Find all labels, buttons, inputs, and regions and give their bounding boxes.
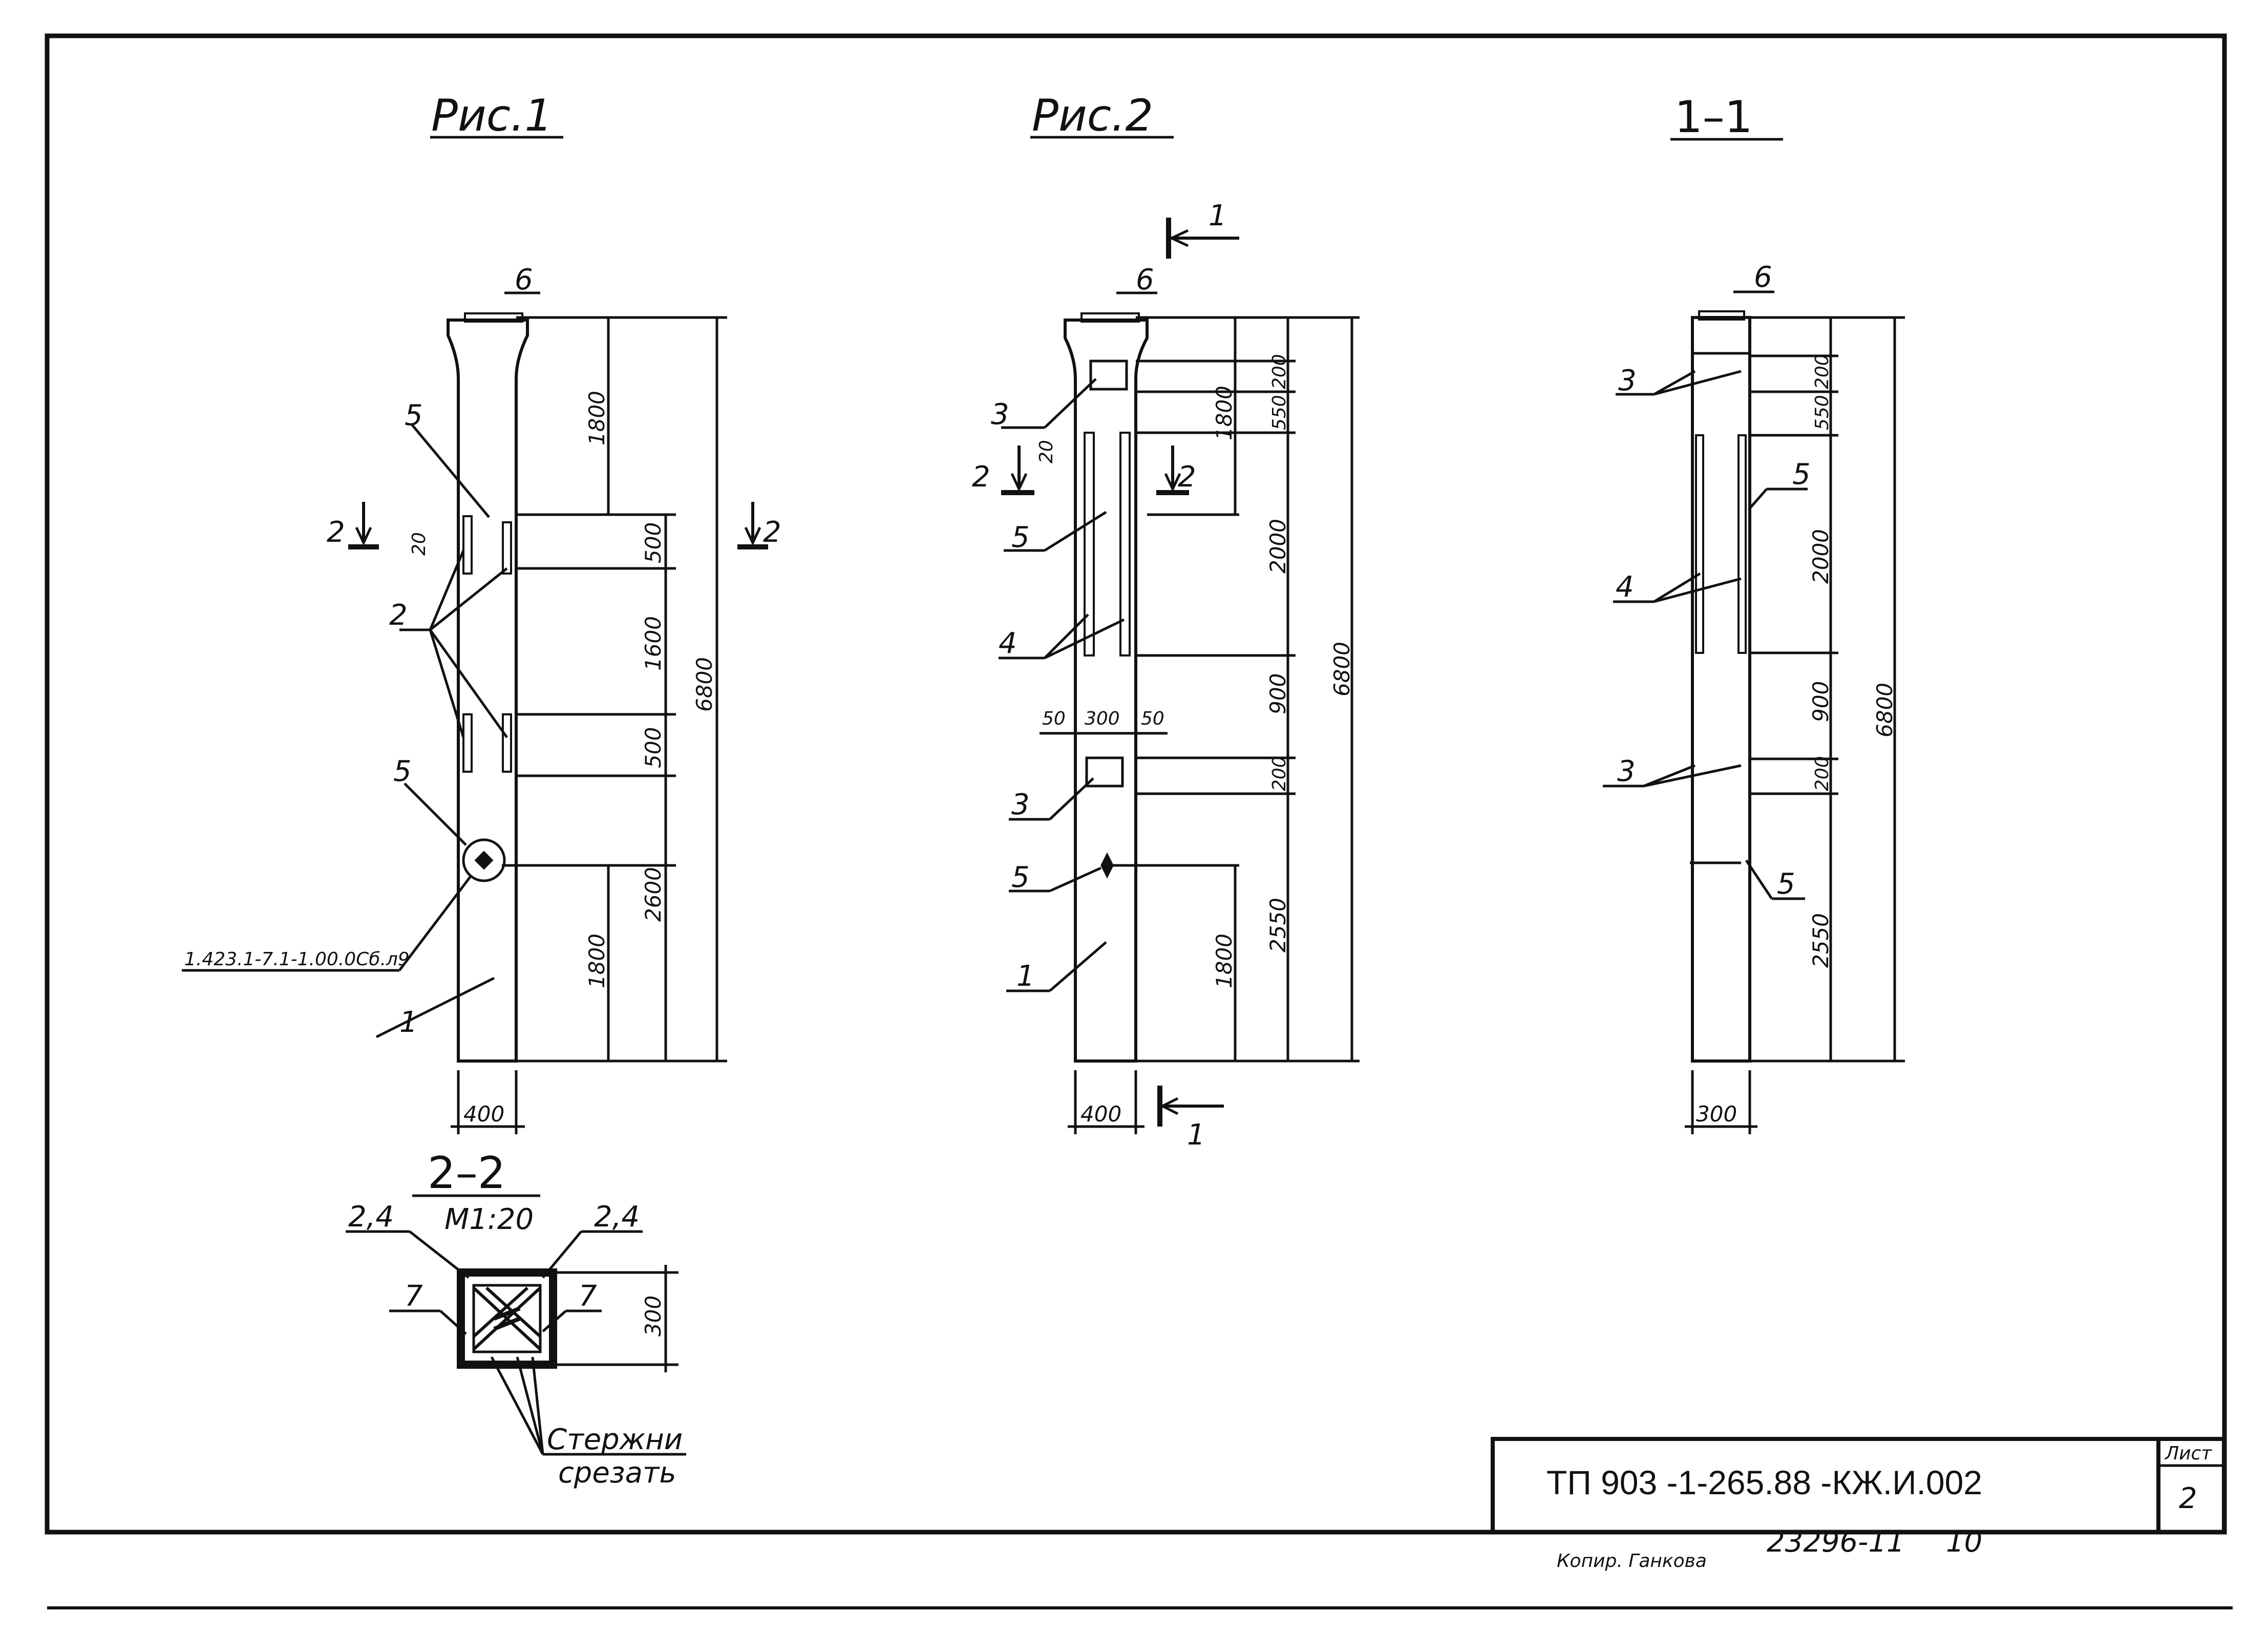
stamp-sheet-number: 2 [2179, 1482, 2197, 1515]
fig2-dim-20: 20 [1036, 440, 1057, 463]
fig3-label-4: 4 [1616, 570, 1634, 604]
fig2-dim-6800: 6800 [1329, 642, 1354, 696]
fig2-dim-2550: 2550 [1265, 898, 1290, 952]
figure-3 [1603, 138, 1905, 1134]
fig2-dim-2000: 2000 [1265, 519, 1290, 574]
title-block-text: ТП 903 -1-265.88 -КЖ.И.002 Лист 2 [1546, 1443, 2212, 1515]
fig1-label-5-top: 5 [405, 399, 423, 432]
copy-note-number: 23296-11 [1767, 1525, 1905, 1559]
fig3-label-3-bottom: 3 [1617, 755, 1636, 788]
fig2-label-5-top: 5 [1011, 521, 1030, 554]
fig1-dim-1600: 1600 [641, 616, 666, 671]
fig2-dim-900: 900 [1265, 673, 1290, 714]
fig2-dim-300: 300 [1085, 708, 1120, 729]
fig1-label-5-mid: 5 [393, 755, 412, 788]
fig1-dim-1800-top: 1800 [584, 391, 609, 446]
fig1-dim-2600: 2600 [641, 867, 666, 922]
fig3-dim-2000: 2000 [1808, 529, 1833, 584]
fig3-dim-200-top: 200 [1812, 354, 1833, 389]
fig3-dim-6800: 6800 [1872, 683, 1897, 737]
fig1-title: Рис.1 [431, 90, 553, 141]
fig1-dim-20: 20 [409, 532, 430, 556]
fig2-dim-200-bottom: 200 [1269, 756, 1290, 791]
section-mark7-right: 7 [579, 1280, 597, 1313]
fig2-dim-50-left: 50 [1042, 708, 1066, 729]
fig3-top-mark: 6 [1754, 261, 1772, 294]
section-2-2 [346, 1194, 686, 1456]
fig1-label-1: 1 [399, 1006, 418, 1039]
fig1-dim-500-a: 500 [641, 522, 666, 563]
figure-1 [182, 136, 768, 1134]
fig2-label-4: 4 [999, 627, 1017, 660]
fig1-dim-400: 400 [463, 1101, 504, 1127]
section-2-2-text: 2–2 М1:20 2,4 2,4 7 7 300 Стержни срезат… [348, 1148, 683, 1490]
section-right-label: 2,4 [594, 1200, 640, 1234]
fig3-title: 1–1 [1674, 92, 1752, 143]
stamp-sheet-label: Лист [2164, 1443, 2212, 1464]
fig2-dim-550: 550 [1269, 395, 1290, 430]
fig2-cut-mark-top: 1 [1209, 199, 1227, 232]
figure-3-text: 1–1 6 3 5 4 3 5 200 550 2000 900 200 255… [1616, 92, 1897, 1127]
fig2-label-1: 1 [1016, 960, 1035, 993]
fig3-dim-550: 550 [1812, 395, 1833, 430]
fig3-dim-900: 900 [1808, 681, 1833, 722]
fig3-label-5-top: 5 [1792, 458, 1811, 491]
fig1-section-mark-left: 2 [327, 516, 345, 549]
fig3-dim-300: 300 [1696, 1101, 1737, 1127]
section-title: 2–2 [428, 1148, 505, 1199]
section-note-line1: Стержни [547, 1423, 683, 1456]
title-block [1491, 1437, 2226, 1534]
figure-2-text: Рис.2 6 1 1 3 5 4 3 5 1 2 2 1800 200 550… [972, 90, 1354, 1152]
fig2-dim-1800-bottom: 1800 [1212, 934, 1237, 988]
section-mark7-left: 7 [405, 1280, 423, 1313]
fig2-label-5-bottom: 5 [1011, 861, 1030, 894]
fig1-dim-1800-bottom: 1800 [584, 934, 609, 988]
sheet-frame [45, 33, 2233, 1609]
fig2-dim-400: 400 [1080, 1101, 1121, 1127]
section-left-label: 2,4 [348, 1200, 394, 1234]
fig3-dim-2550: 2550 [1808, 913, 1833, 968]
fig2-section-mark-right: 2 [1178, 460, 1196, 494]
fig2-label-3-top: 3 [991, 398, 1009, 431]
fig1-section-mark-right: 2 [763, 516, 781, 549]
fig2-dim-1800-top: 1800 [1212, 386, 1237, 440]
section-scale: М1:20 [444, 1203, 534, 1236]
fig3-dim-200-bottom: 200 [1812, 756, 1833, 791]
fig3-label-3-top: 3 [1618, 364, 1637, 397]
figure-2 [999, 136, 1360, 1134]
fig2-label-3-bottom: 3 [1011, 788, 1030, 821]
copy-note: Копир. Ганкова 23296-11 10 [1557, 1525, 1982, 1572]
fig1-dim-500-b: 500 [641, 727, 666, 768]
section-dim-300: 300 [641, 1296, 666, 1337]
fig2-dim-200-top: 200 [1269, 354, 1290, 389]
fig2-dim-50-right: 50 [1141, 708, 1164, 729]
fig2-title: Рис.2 [1032, 90, 1153, 141]
fig1-dim-6800: 6800 [692, 657, 717, 712]
fig2-section-mark-left: 2 [972, 460, 990, 494]
figure-1-text: Рис.1 6 5 2 5 1 2 2 1.423.1-7.1-1.00.0Сб… [184, 90, 781, 1127]
copy-note-suffix: 10 [1946, 1525, 1982, 1559]
fig1-label-2: 2 [389, 599, 408, 632]
fig3-label-5-bottom: 5 [1777, 867, 1795, 901]
fig2-cut-mark-bottom: 1 [1187, 1118, 1205, 1152]
fig2-top-mark: 6 [1136, 263, 1154, 296]
stamp-code: ТП 903 -1-265.88 -КЖ.И.002 [1546, 1464, 1982, 1501]
fig1-reference: 1.423.1-7.1-1.00.0Сб.л9 [184, 949, 410, 970]
section-note-line2: срезать [558, 1456, 676, 1490]
copy-note-prefix: Копир. Ганкова [1557, 1551, 1707, 1572]
fig1-top-mark: 6 [515, 263, 533, 296]
